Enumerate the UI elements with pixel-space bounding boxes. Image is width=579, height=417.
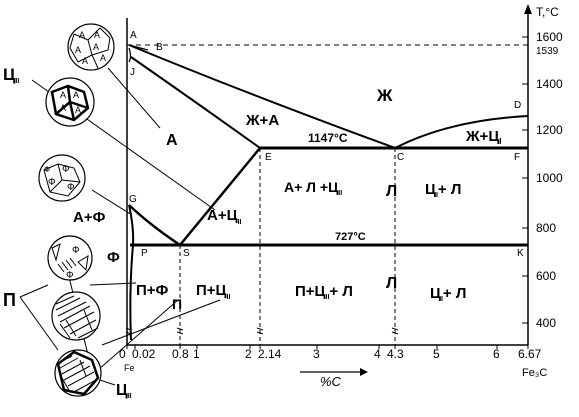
- point-labels: A B J D E C F G P S K: [129, 30, 524, 259]
- x-tick-label: 3: [313, 347, 320, 361]
- x-right-label: Fe₃C: [522, 367, 547, 379]
- axis-break-marks: [125, 327, 399, 335]
- y-tick-label: 1600: [536, 30, 563, 44]
- austenite-grain-micrograph: A A A A A A: [67, 23, 115, 71]
- region-a-c2: А+ЦII: [207, 207, 242, 226]
- region-austenite: А: [166, 132, 178, 149]
- liquidus-ac: [128, 44, 396, 149]
- svg-text:A: A: [82, 56, 88, 66]
- line-gp: [128, 204, 135, 246]
- x-tick-label: 0.8: [172, 347, 189, 361]
- x-left-label: Fe: [124, 363, 135, 373]
- x-tick-label: 0.02: [132, 347, 156, 361]
- line-pq: [129, 244, 134, 341]
- svg-text:A: A: [94, 30, 100, 40]
- y-tick-label: 400: [536, 316, 556, 330]
- composition-arrow-head: [360, 368, 368, 376]
- y-tick-label: 1200: [536, 123, 563, 137]
- region-p-f: П+Ф: [136, 282, 169, 299]
- point-label: D: [514, 100, 521, 111]
- svg-text:Ф: Ф: [66, 270, 74, 281]
- point-label: G: [129, 194, 137, 205]
- region-a-f: А+Ф: [73, 209, 106, 226]
- svg-text:A: A: [93, 42, 99, 52]
- line-es: [179, 147, 261, 246]
- x-tick-label: 1: [193, 347, 200, 361]
- y-tick-label: 800: [536, 221, 556, 235]
- peritectic-j: [128, 47, 132, 63]
- region-pearlite-mid: П: [172, 296, 182, 312]
- region-ferrite: Ф: [107, 249, 120, 266]
- y-tick-label: 1539: [536, 46, 559, 57]
- svg-text:A: A: [60, 90, 66, 100]
- svg-text:A: A: [100, 53, 106, 63]
- svg-text:A: A: [73, 90, 79, 100]
- x-ticks: [126, 345, 529, 349]
- svg-text:Ф: Ф: [72, 245, 80, 256]
- svg-text:Ф: Ф: [62, 164, 70, 175]
- micro-label-cementite2-top: ЦII: [3, 65, 19, 85]
- svg-text:Ф: Ф: [67, 182, 75, 193]
- point-label: F: [514, 152, 520, 163]
- region-p-c2: П+ЦII: [196, 282, 230, 301]
- y-ticks: [522, 36, 528, 324]
- x-tick-label: 2: [245, 347, 252, 361]
- point-label: E: [265, 152, 272, 163]
- x-tick-label: 6: [493, 347, 500, 361]
- region-liquid-cementite1: Ж+ЦI: [465, 128, 502, 146]
- ferrite-grain-micrograph: Ф Ф Ф Ф: [38, 154, 86, 202]
- svg-text:Ф: Ф: [48, 177, 56, 188]
- x-axis-label: %C: [320, 374, 342, 389]
- point-label: C: [397, 152, 404, 163]
- austenite-cementite2-micrograph: A A A A: [45, 77, 95, 127]
- pearlite-ferrite-micrograph: Ф Ф: [47, 235, 93, 281]
- point-label: S: [183, 248, 190, 259]
- point-label: K: [517, 248, 524, 259]
- x-tick-label: 4.3: [387, 347, 404, 361]
- region-ledeburite-top: Л: [386, 183, 397, 200]
- svg-text:A: A: [75, 45, 81, 55]
- svg-text:A: A: [75, 105, 81, 115]
- micro-label-pearlite: П: [3, 290, 16, 310]
- pearlite-cementite2-micrograph: [54, 349, 102, 397]
- region-p-c2-l: П+ЦII+ Л: [295, 283, 353, 301]
- eutectoid-temp-label: 727°C: [335, 231, 366, 243]
- region-a-l-c2: А+ Л +ЦII: [284, 179, 342, 197]
- eutectic-temp-label: 1147°C: [308, 131, 348, 145]
- pearlite-micrograph: [51, 291, 101, 341]
- y-axis-unit: T,°C: [536, 5, 559, 19]
- composition-verticals: [179, 148, 396, 345]
- x-tick-label: 4: [374, 347, 381, 361]
- region-c1-l-bottom: ЦI+ Л: [430, 285, 466, 303]
- y-axis-arrow: [524, 4, 532, 14]
- svg-text:A: A: [79, 30, 85, 40]
- x-tick-label: 2.14: [258, 347, 282, 361]
- line-gs: [128, 204, 181, 247]
- y-tick-label: 600: [536, 269, 556, 283]
- svg-text:Ф: Ф: [44, 165, 50, 174]
- region-ledeburite-bottom: Л: [386, 275, 397, 292]
- x-tick-label: 5: [433, 347, 440, 361]
- peritectic-ab: [128, 44, 149, 51]
- svg-text:A: A: [60, 103, 66, 113]
- point-label: B: [156, 42, 163, 53]
- point-label: J: [130, 67, 135, 78]
- region-liquid: Ж: [376, 86, 393, 105]
- x-tick-label: 0: [119, 347, 126, 361]
- y-tick-label: 1000: [536, 171, 563, 185]
- micro-label-cementite2-bottom: ЦII: [116, 382, 132, 400]
- y-tick-label: 1400: [536, 77, 563, 91]
- region-liquid-austenite: Ж+А: [245, 112, 279, 129]
- point-label: A: [130, 30, 137, 41]
- region-c1-l-top: ЦI+ Л: [425, 181, 461, 199]
- solidus-je: [130, 56, 261, 149]
- liquidus-cd: [394, 115, 529, 149]
- point-label: P: [141, 248, 148, 259]
- x-tick-label: 6.67: [518, 347, 542, 361]
